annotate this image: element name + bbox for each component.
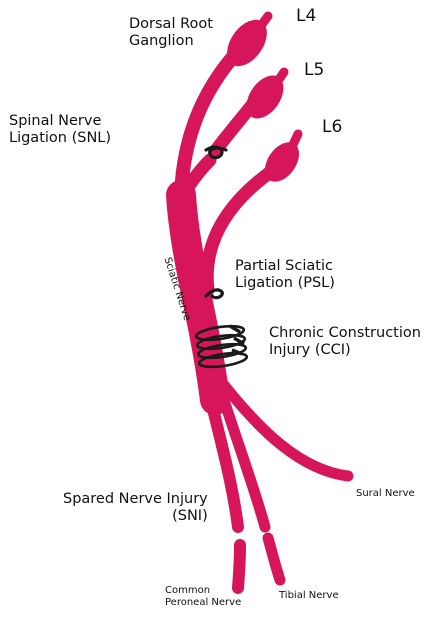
psl-label-line2: Ligation (PSL) bbox=[235, 275, 335, 292]
sciatic-nerve-trunk bbox=[181, 195, 215, 400]
sni-label-line1: Spared Nerve Injury bbox=[63, 491, 208, 508]
l4-label: L4 bbox=[296, 7, 316, 27]
cci-label-line2: Injury (CCI) bbox=[269, 342, 421, 359]
l5-label: L5 bbox=[304, 61, 324, 81]
sural-nerve-label: Sural Nerve bbox=[356, 488, 415, 500]
snl-label-line1: Spinal Nerve bbox=[9, 113, 111, 130]
l6-root-tip bbox=[291, 134, 298, 149]
tibial-nerve-distal bbox=[268, 538, 280, 580]
l5-root-tip bbox=[276, 72, 284, 84]
drg-label-line1: Dorsal Root bbox=[129, 16, 213, 33]
l5-nerve-root-distal bbox=[189, 160, 210, 186]
l6-label: L6 bbox=[322, 118, 342, 138]
tibial-nerve-label: Tibial Nerve bbox=[279, 590, 339, 602]
snl-label-line2: Ligation (SNL) bbox=[9, 130, 111, 147]
psl-label-line1: Partial Sciatic bbox=[235, 258, 335, 275]
cci-label: Chronic Construction Injury (CCI) bbox=[269, 325, 421, 358]
psl-label: Partial Sciatic Ligation (PSL) bbox=[235, 258, 335, 291]
common-peroneal-label-line2: Peroneal Nerve bbox=[165, 597, 241, 609]
sni-label: Spared Nerve Injury (SNI) bbox=[63, 491, 208, 524]
snl-label: Spinal Nerve Ligation (SNL) bbox=[9, 113, 111, 146]
cci-label-line1: Chronic Construction bbox=[269, 325, 421, 342]
l4-root-tip bbox=[258, 16, 268, 30]
common-peroneal-label-line1: Common bbox=[165, 585, 241, 597]
common-peroneal-distal bbox=[238, 545, 240, 588]
drg-label-line2: Ganglion bbox=[129, 33, 213, 50]
sni-label-line2: (SNI) bbox=[63, 508, 208, 525]
drg-label: Dorsal Root Ganglion bbox=[129, 16, 213, 49]
common-peroneal-label: Common Peroneal Nerve bbox=[165, 585, 241, 608]
